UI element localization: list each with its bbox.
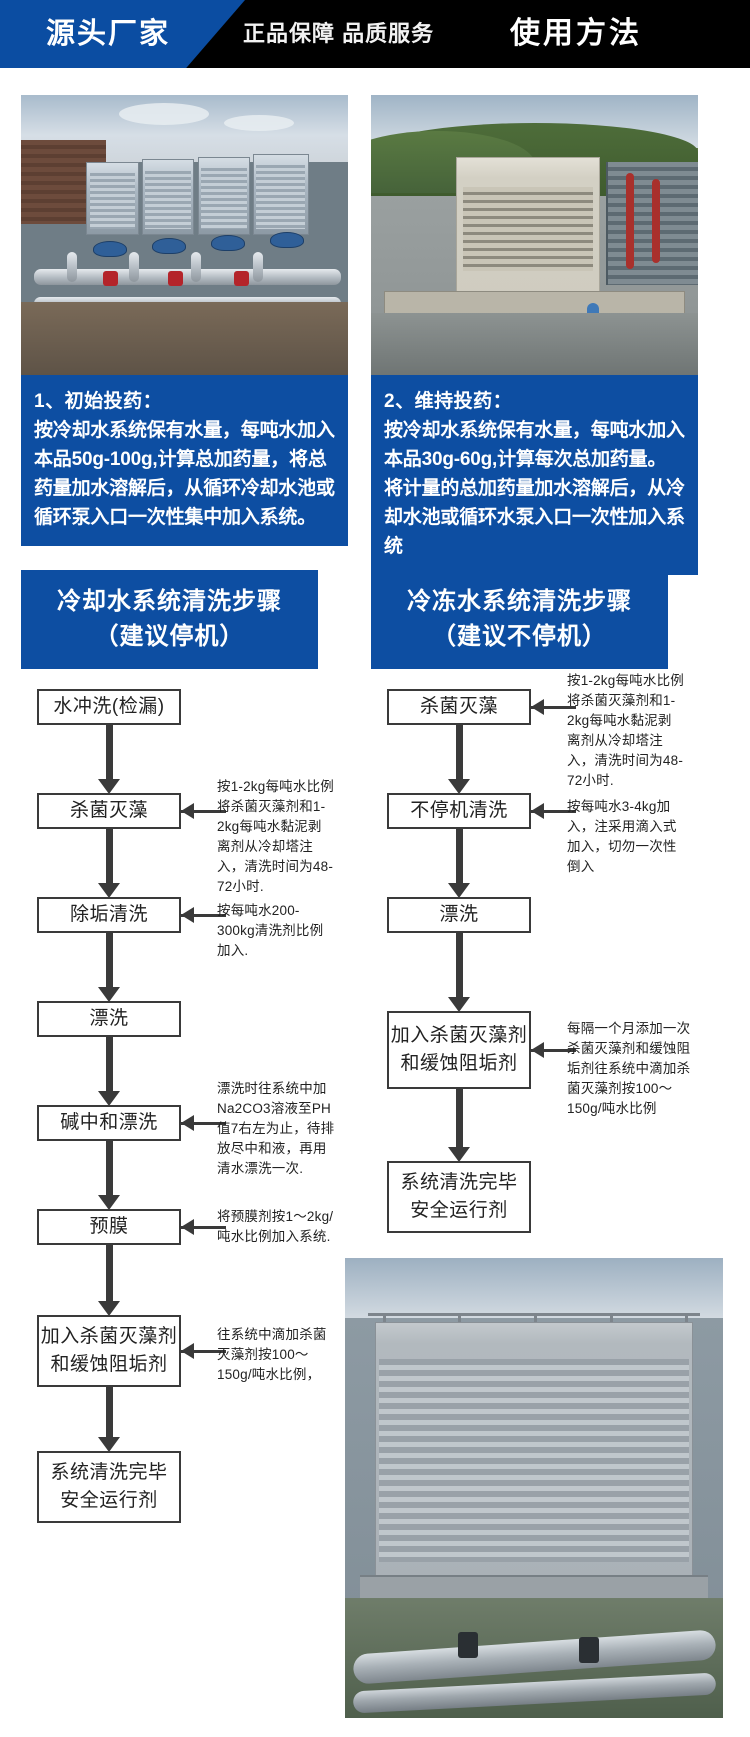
flow-node[interactable]: 碱中和漂洗	[37, 1105, 181, 1141]
flow-node-label: 除垢清洗	[69, 904, 148, 925]
flow-node-label: 系统清洗完毕	[50, 1462, 168, 1483]
caption-body: 按冷却水系统保有水量，每吨水加入本品30g-60g,计算每次总加药量。将计量的总…	[384, 420, 685, 557]
banner-subtitle: 正品保障 品质服务	[243, 21, 435, 46]
section-header-line2: （建议停机）	[94, 623, 245, 650]
flow-node-label: 安全运行剂	[60, 1490, 158, 1511]
flow-annotation: 按每吨水3-4kg加入，注采用滴入式加入，切勿一次性倒入	[567, 799, 677, 874]
flow-node[interactable]: 加入杀菌灭藻剂 和缓蚀阻垢剂	[37, 1315, 181, 1387]
flow-node-label: 加入杀菌灭藻剂	[40, 1326, 178, 1347]
section-header-line1: 冷却水系统清洗步骤	[57, 588, 282, 615]
cooling-water-flowchart: 水冲洗(检漏) 杀菌灭藻 按1-2kg每吨水比例将杀菌灭藻剂和1-2kg每吨水黏…	[21, 689, 351, 1523]
chilled-water-section-header: 冷冻水系统清洗步骤 （建议不停机）	[371, 570, 668, 669]
caption-maintenance-dosing: 2、维持投药： 按冷却水系统保有水量，每吨水加入本品30g-60g,计算每次总加…	[371, 375, 698, 575]
banner-title: 使用方法	[510, 17, 642, 50]
flow-node-label: 加入杀菌灭藻剂	[390, 1025, 528, 1046]
chilled-water-flowchart: 杀菌灭藻 按1-2kg每吨水比例将杀菌灭藻剂和1-2kg每吨水黏泥剥离剂从冷却塔…	[371, 673, 701, 1233]
flow-node-label: 系统清洗完毕	[400, 1172, 518, 1193]
flow-node[interactable]: 系统清洗完毕 安全运行剂	[37, 1451, 181, 1523]
cooling-tower-photo	[371, 95, 698, 375]
flow-annotation: 漂洗时往系统中加Na2CO3溶液至PH值7右左为止，待排放尽中和液，再用清水漂洗…	[217, 1081, 335, 1176]
flow-node[interactable]: 杀菌灭藻	[37, 793, 181, 829]
flow-node-label: 水冲洗(检漏)	[53, 696, 165, 717]
flow-node-label: 漂洗	[89, 1008, 129, 1029]
flow-node-label: 碱中和漂洗	[60, 1112, 158, 1133]
flow-annotation: 将预膜剂按1～2kg/吨水比例加入系统.	[217, 1209, 334, 1244]
card-maintenance-dosing: 2、维持投药： 按冷却水系统保有水量，每吨水加入本品30g-60g,计算每次总加…	[371, 95, 698, 575]
flow-node[interactable]: 漂洗	[387, 897, 531, 933]
flow-node-label: 不停机清洗	[410, 800, 508, 821]
heat-pump-units-photo	[21, 95, 348, 375]
flow-annotation: 按1-2kg每吨水比例将杀菌灭藻剂和1-2kg每吨水黏泥剥离剂从冷却塔注入，清洗…	[217, 779, 334, 894]
flow-node-label: 和缓蚀阻垢剂	[50, 1354, 168, 1375]
flow-annotation: 每隔一个月添加一次杀菌灭藻剂和缓蚀阻垢剂往系统中滴加杀菌灭藻剂按100～150g…	[567, 1021, 691, 1116]
caption-body: 按冷却水系统保有水量，每吨水加入本品50g-100g,计算总加药量，将总药量加水…	[34, 420, 335, 528]
cooling-water-flow-section: 冷却水系统清洗步骤 （建议停机） 水冲洗(检漏) 杀菌灭藻 按1-2kg每吨水比…	[21, 570, 351, 1523]
flow-annotation: 按每吨水200-300kg清洗剂比例加入.	[217, 903, 324, 958]
flow-node[interactable]: 不停机清洗	[387, 793, 531, 829]
flow-node-label: 预膜	[89, 1216, 129, 1237]
flow-node-label: 杀菌灭藻	[419, 696, 498, 717]
section-header-line2: （建议不停机）	[432, 623, 607, 650]
flow-node[interactable]: 漂洗	[37, 1001, 181, 1037]
chilled-water-flow-section: 冷冻水系统清洗步骤 （建议不停机） 杀菌灭藻 按1-2kg每吨水比例将杀菌灭藻剂…	[371, 570, 701, 1233]
flow-node[interactable]: 水冲洗(检漏)	[37, 689, 181, 725]
flow-node[interactable]: 预膜	[37, 1209, 181, 1245]
flow-node-label: 和缓蚀阻垢剂	[400, 1053, 518, 1074]
section-header-line1: 冷冻水系统清洗步骤	[407, 588, 632, 615]
flow-annotation: 往系统中滴加杀菌灭藻剂按100～150g/吨水比例，	[217, 1327, 327, 1382]
caption-initial-dosing: 1、初始投药： 按冷却水系统保有水量，每吨水加入本品50g-100g,计算总加药…	[21, 375, 348, 546]
flow-annotation: 按1-2kg每吨水比例将杀菌灭藻剂和1-2kg每吨水黏泥剥离剂从冷却塔注入，清洗…	[567, 673, 684, 788]
industrial-cooling-tower-photo	[345, 1258, 723, 1718]
flow-node[interactable]: 除垢清洗	[37, 897, 181, 933]
flow-node-label: 安全运行剂	[410, 1200, 508, 1221]
header-banner: 源头厂家 正品保障 品质服务 使用方法	[0, 0, 750, 68]
cooling-water-section-header: 冷却水系统清洗步骤 （建议停机）	[21, 570, 318, 669]
banner-brand-tag: 源头厂家	[46, 18, 171, 50]
flow-node-label: 杀菌灭藻	[69, 800, 148, 821]
card-initial-dosing: 1、初始投药： 按冷却水系统保有水量，每吨水加入本品50g-100g,计算总加药…	[21, 95, 348, 546]
flow-node-label: 漂洗	[439, 904, 479, 925]
flow-node[interactable]: 加入杀菌灭藻剂 和缓蚀阻垢剂	[387, 1011, 531, 1089]
flow-node[interactable]: 系统清洗完毕 安全运行剂	[387, 1161, 531, 1233]
caption-title: 1、初始投药：	[34, 391, 163, 412]
caption-title: 2、维持投药：	[384, 391, 513, 412]
flow-node[interactable]: 杀菌灭藻	[387, 689, 531, 725]
